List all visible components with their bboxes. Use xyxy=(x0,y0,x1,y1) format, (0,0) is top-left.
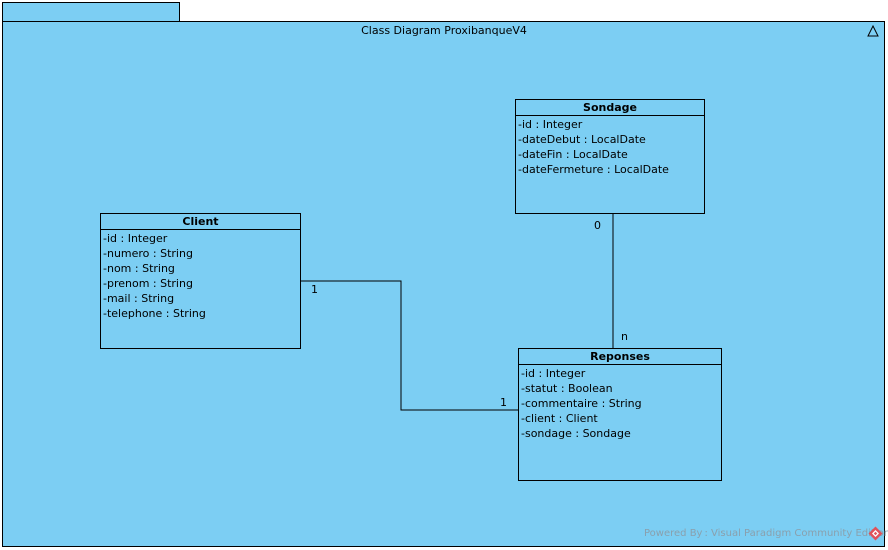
multiplicity-reponses-sondage-end: n xyxy=(621,330,628,343)
attribute: -mail : String xyxy=(103,292,175,305)
package-tab xyxy=(2,2,180,22)
attribute: -id : Integer xyxy=(103,232,168,245)
attribute: -commentaire : String xyxy=(521,397,642,410)
class-reponses-name: Reponses xyxy=(519,349,721,365)
attribute: -id : Integer xyxy=(521,367,586,380)
attribute: -client : Client xyxy=(521,412,598,425)
visual-paradigm-logo-icon xyxy=(868,526,883,541)
multiplicity-sondage-end: 0 xyxy=(594,219,601,232)
attribute: -prenom : String xyxy=(103,277,193,290)
class-client-attributes: -id : Integer -numero : String -nom : St… xyxy=(101,230,300,321)
class-sondage-attributes: -id : Integer -dateDebut : LocalDate -da… xyxy=(516,116,704,177)
attribute: -id : Integer xyxy=(518,118,583,131)
attribute: -numero : String xyxy=(103,247,193,260)
class-client-name: Client xyxy=(101,214,300,230)
powered-by-footer: Powered By : Visual Paradigm Community E… xyxy=(644,528,888,539)
diagram-title: Class Diagram ProxibanqueV4 xyxy=(361,24,527,37)
attribute: -nom : String xyxy=(103,262,175,275)
attribute: -telephone : String xyxy=(103,307,206,320)
attribute: -dateFin : LocalDate xyxy=(518,148,628,161)
multiplicity-reponses-client-end: 1 xyxy=(500,396,507,409)
class-reponses-attributes: -id : Integer -statut : Boolean -comment… xyxy=(519,365,721,441)
class-reponses[interactable]: Reponses -id : Integer -statut : Boolean… xyxy=(518,348,722,481)
class-sondage[interactable]: Sondage -id : Integer -dateDebut : Local… xyxy=(515,99,705,214)
association-client-reponses xyxy=(300,280,518,411)
attribute: -dateDebut : LocalDate xyxy=(518,133,646,146)
triangle-icon xyxy=(867,25,879,37)
class-client[interactable]: Client -id : Integer -numero : String -n… xyxy=(100,213,301,349)
attribute: -statut : Boolean xyxy=(521,382,613,395)
class-sondage-name: Sondage xyxy=(516,100,704,116)
attribute: -sondage : Sondage xyxy=(521,427,631,440)
attribute: -dateFermeture : LocalDate xyxy=(518,163,669,176)
multiplicity-client-end: 1 xyxy=(311,283,318,296)
